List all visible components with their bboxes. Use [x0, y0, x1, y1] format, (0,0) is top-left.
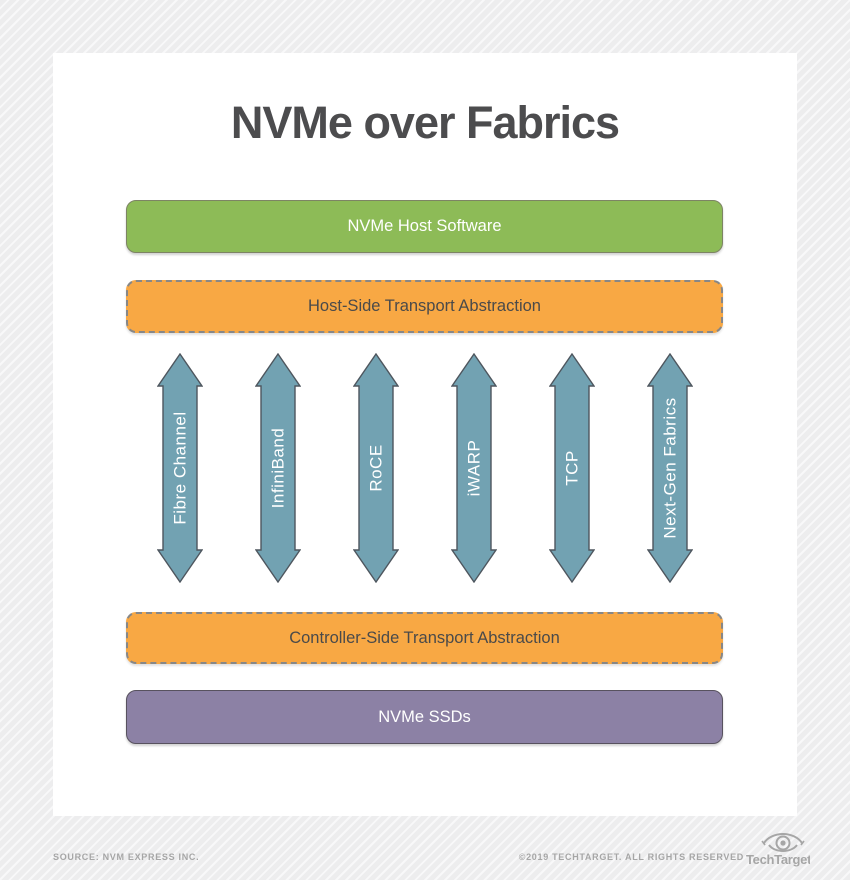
page-title: NVMe over Fabrics	[230, 97, 620, 148]
transport-label: InfiniBand	[269, 428, 288, 509]
layer-nvme-host-software: NVMe Host Software	[126, 200, 723, 253]
transport-arrow-roce: RoCE	[353, 353, 399, 583]
layer-label: Controller-Side Transport Abstraction	[289, 628, 560, 647]
layer-host-side-transport-abstraction: Host-Side Transport Abstraction	[126, 280, 723, 333]
techtarget-logo: TechTarget	[746, 826, 810, 868]
brand-wordmark: TechTarget	[746, 852, 810, 867]
layer-label: Host-Side Transport Abstraction	[308, 297, 541, 315]
transport-arrow-infiniband: InfiniBand	[255, 353, 301, 583]
layer-label: NVMe Host Software	[347, 217, 502, 235]
layer-nvme-ssds: NVMe SSDs	[126, 690, 723, 744]
layer-controller-side-transport-abstraction: Controller-Side Transport Abstraction	[126, 612, 723, 664]
double-arrow-icon: InfiniBand	[255, 353, 301, 583]
transport-arrow-fibre-channel: Fibre Channel	[157, 353, 203, 583]
transport-label: iWARP	[465, 440, 484, 497]
transport-arrow-tcp: TCP	[549, 353, 595, 583]
transport-arrow-iwarp: iWARP	[451, 353, 497, 583]
transport-arrows: Fibre Channel InfiniBand RoCE iWARP	[0, 353, 850, 583]
double-arrow-icon: Fibre Channel	[157, 353, 203, 583]
double-arrow-icon: TCP	[549, 353, 595, 583]
transport-label: Next-Gen Fabrics	[661, 397, 680, 538]
techtarget-eye-icon: TechTarget	[746, 833, 810, 867]
transport-label: Fibre Channel	[171, 411, 190, 524]
transport-label: TCP	[563, 450, 582, 486]
layer-label: NVMe SSDs	[378, 707, 471, 726]
double-arrow-icon: Next-Gen Fabrics	[647, 353, 693, 583]
transport-arrow-next-gen-fabrics: Next-Gen Fabrics	[647, 353, 693, 583]
source-attribution: SOURCE: NVM EXPRESS INC.	[53, 852, 200, 862]
double-arrow-icon: RoCE	[353, 353, 399, 583]
double-arrow-icon: iWARP	[451, 353, 497, 583]
transport-label: RoCE	[367, 444, 386, 491]
copyright-notice: ©2019 TECHTARGET. ALL RIGHTS RESERVED	[518, 852, 744, 862]
